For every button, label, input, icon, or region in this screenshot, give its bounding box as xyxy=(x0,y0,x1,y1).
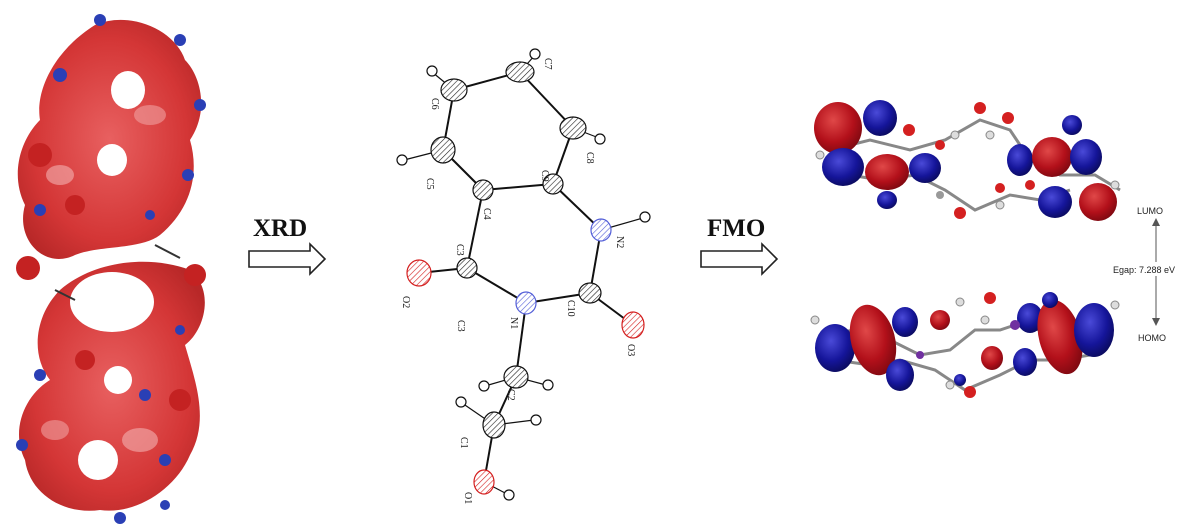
atom-labels: C3 C3 C4 C5 C6 C7 C8 C9 C10 C2 C1 N1 N2 … xyxy=(400,58,636,504)
xrd-arrow-icon xyxy=(248,242,327,276)
hydrogen-atom xyxy=(529,48,541,60)
label-c3b: C3 xyxy=(455,320,466,332)
xrd-label: XRD xyxy=(253,215,307,242)
carbon-atom xyxy=(456,257,478,279)
label-c6: C6 xyxy=(429,98,440,110)
hydrogen-atom xyxy=(594,133,606,145)
label-c10: C10 xyxy=(565,300,576,317)
fmo-label: FMO xyxy=(707,215,765,242)
fmo-arrow-group: FMO xyxy=(700,215,779,276)
hydrogen-atom xyxy=(455,396,467,408)
label-c3: C3 xyxy=(454,244,465,256)
label-c2: C2 xyxy=(505,389,516,401)
energy-gap-indicator: LUMO HOMO Egap: 7.288 eV xyxy=(1112,206,1196,343)
hydrogen-atom xyxy=(396,154,408,166)
hydrogen-atom xyxy=(542,379,554,391)
energy-gap-label: Egap: 7.288 eV xyxy=(1113,265,1175,275)
lumo-label: LUMO xyxy=(1137,206,1163,216)
label-o2: O2 xyxy=(400,296,411,308)
label-o3: O3 xyxy=(625,344,636,356)
hydrogen-atom xyxy=(503,489,515,501)
arrow-down-icon xyxy=(1152,318,1160,326)
homo-label: HOMO xyxy=(1138,333,1166,343)
oxygen-atom xyxy=(406,259,432,287)
label-n1: N1 xyxy=(508,317,519,329)
carbon-atom xyxy=(440,78,468,102)
carbon-atom xyxy=(559,116,587,140)
hydrogen-atom xyxy=(478,380,490,392)
label-c7: C7 xyxy=(542,58,553,70)
label-c4: C4 xyxy=(481,208,492,220)
oxygen-atom xyxy=(621,311,645,339)
carbon-atom xyxy=(503,365,529,389)
label-c1: C1 xyxy=(458,437,469,449)
nitrogen-atom xyxy=(515,291,537,315)
hydrogen-atom xyxy=(639,211,651,223)
hydrogen-atom xyxy=(530,414,542,426)
lumo-orbital xyxy=(814,100,1121,221)
ortep-structure xyxy=(403,54,644,495)
fmo-arrow-icon xyxy=(700,242,779,276)
nitrogen-atom xyxy=(590,218,612,242)
label-o1: O1 xyxy=(462,492,473,504)
label-n2: N2 xyxy=(614,236,625,248)
label-c9: C9 xyxy=(539,170,550,182)
arrow-up-icon xyxy=(1152,218,1160,226)
xrd-arrow-group: XRD xyxy=(248,215,327,276)
carbon-atom xyxy=(578,282,602,304)
oxygen-atom xyxy=(473,469,495,495)
label-c5: C5 xyxy=(424,178,435,190)
carbon-atom xyxy=(482,411,506,439)
hydrogen-atom xyxy=(426,65,438,77)
homo-orbital xyxy=(810,292,1120,398)
ortep-atoms xyxy=(396,48,651,501)
carbon-atom xyxy=(430,136,456,164)
esp-surface-dimer xyxy=(16,14,206,524)
carbon-atom xyxy=(505,61,535,83)
label-c8: C8 xyxy=(584,152,595,164)
carbon-atom xyxy=(472,179,494,201)
carbon-atom xyxy=(542,173,564,195)
